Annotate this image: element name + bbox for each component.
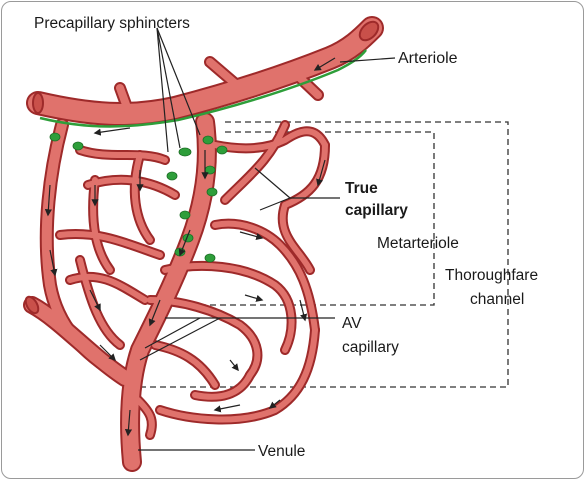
- arteriole-end-left: [33, 93, 43, 113]
- av-capillary-label-line2: capillary: [342, 339, 399, 356]
- venule-end-left: [23, 295, 41, 316]
- metarteriole-label: Metarteriole: [377, 235, 459, 252]
- av-capillary-label-line1: AV: [342, 315, 362, 332]
- thoroughfare-label-line2: channel: [470, 291, 524, 308]
- true-capillary-label-line1: True: [345, 180, 378, 197]
- thoroughfare-label-line1: Thoroughfare: [445, 267, 538, 284]
- arteriole-label: Arteriole: [398, 50, 458, 67]
- venule-label: Venule: [258, 443, 305, 460]
- true-capillary-label-line2: capillary: [345, 202, 408, 219]
- precapillary-sphincters-label: Precapillary sphincters: [34, 15, 190, 32]
